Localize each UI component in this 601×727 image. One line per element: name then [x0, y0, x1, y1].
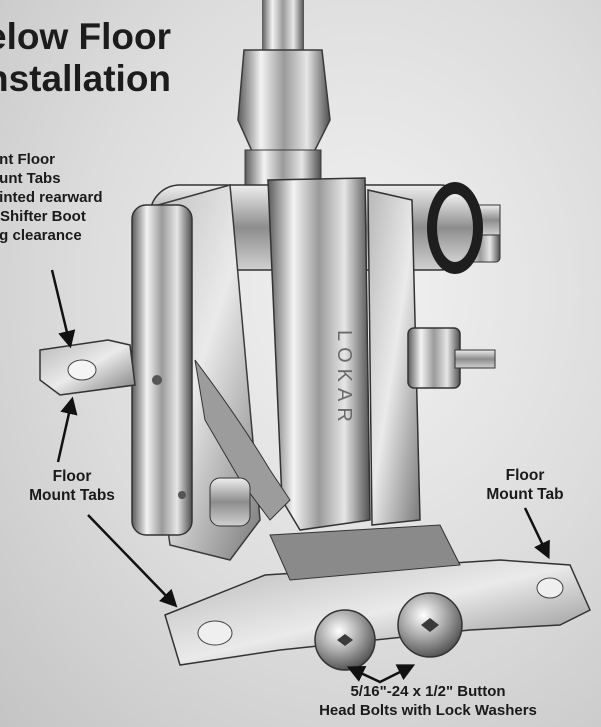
left-plate-face — [131, 204, 193, 536]
right-tab-hole — [536, 577, 564, 599]
front-floor-tabs-callout: ont Floor ount Tabs ointed rearward r Sh… — [0, 150, 103, 245]
callout-line: ont Floor — [0, 151, 55, 168]
callout-line: Floor — [52, 468, 92, 485]
floor-mount-tabs-callout: Floor Mount Tabs — [12, 467, 132, 505]
callout-line: ng clearance — [0, 227, 82, 244]
title-line-2: nstallation — [0, 58, 172, 99]
lokar-stamp: LOKAR — [333, 330, 355, 428]
base-bracket — [164, 559, 591, 666]
page-title: elow Floor nstallation — [0, 16, 171, 100]
callout-line: Head Bolts with Lock Washers — [319, 702, 537, 719]
floor-mount-tab-callout: Floor Mount Tab — [470, 466, 580, 504]
front-tab-hole — [197, 620, 233, 646]
middle-stud — [454, 349, 496, 369]
button-bolts-callout: 5/16"-24 x 1/2" Button Head Bolts with L… — [268, 682, 588, 720]
callout-line: Mount Tab — [486, 486, 564, 503]
callout-line: Floor — [505, 467, 545, 484]
lever-collar — [237, 49, 331, 161]
callout-line: ount Tabs — [0, 170, 61, 187]
callout-line: 5/16"-24 x 1/2" Button — [350, 683, 506, 700]
middle-nut — [407, 327, 461, 389]
callout-line: r Shifter Boot — [0, 208, 86, 225]
arm-bolt — [209, 477, 251, 527]
title-line-1: elow Floor — [0, 16, 171, 57]
callout-line: ointed rearward — [0, 189, 103, 206]
detent-arm — [194, 359, 291, 521]
right-side-plate — [367, 189, 421, 526]
lever-body — [267, 177, 371, 531]
callout-line: Mount Tabs — [29, 487, 115, 504]
